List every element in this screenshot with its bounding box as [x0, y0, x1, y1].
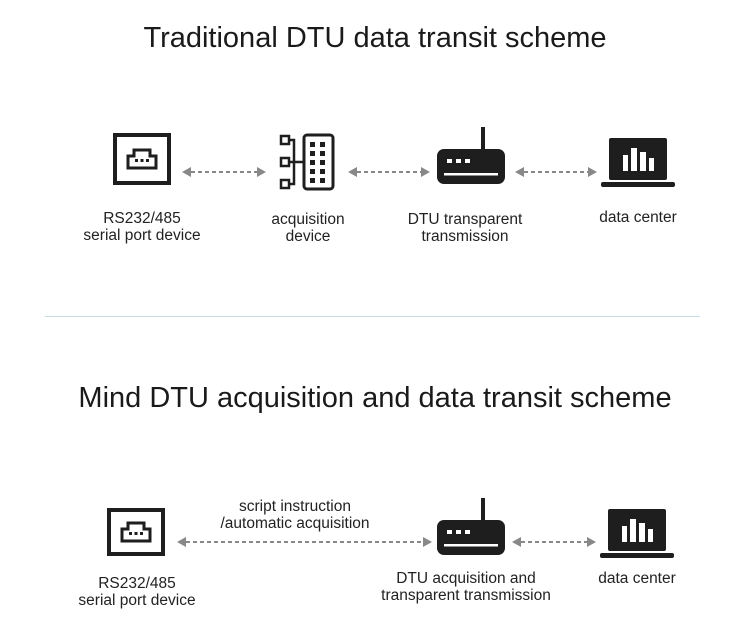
serial-port-icon	[113, 133, 171, 185]
section2-title: Mind DTU acquisition and data transit sc…	[78, 382, 672, 414]
serial-port-icon	[107, 508, 165, 556]
data-center-label: data center	[598, 570, 676, 587]
data-center-label: data center	[599, 209, 677, 226]
section-divider	[45, 316, 700, 317]
data-center-laptop-icon	[601, 138, 675, 187]
connector-arrow	[348, 167, 430, 177]
connector-label: script instruction/automatic acquisition	[220, 498, 370, 532]
connector-arrow	[182, 167, 266, 177]
data-center-laptop-icon	[600, 509, 674, 558]
connector-arrow	[515, 167, 597, 177]
acquisition-device-icon	[279, 133, 335, 191]
dtu-router-icon	[437, 127, 505, 184]
dtu-router-icon	[437, 498, 505, 555]
connector-arrow	[512, 537, 596, 547]
section1-title: Traditional DTU data transit scheme	[143, 22, 607, 54]
connector-arrow	[177, 537, 432, 547]
